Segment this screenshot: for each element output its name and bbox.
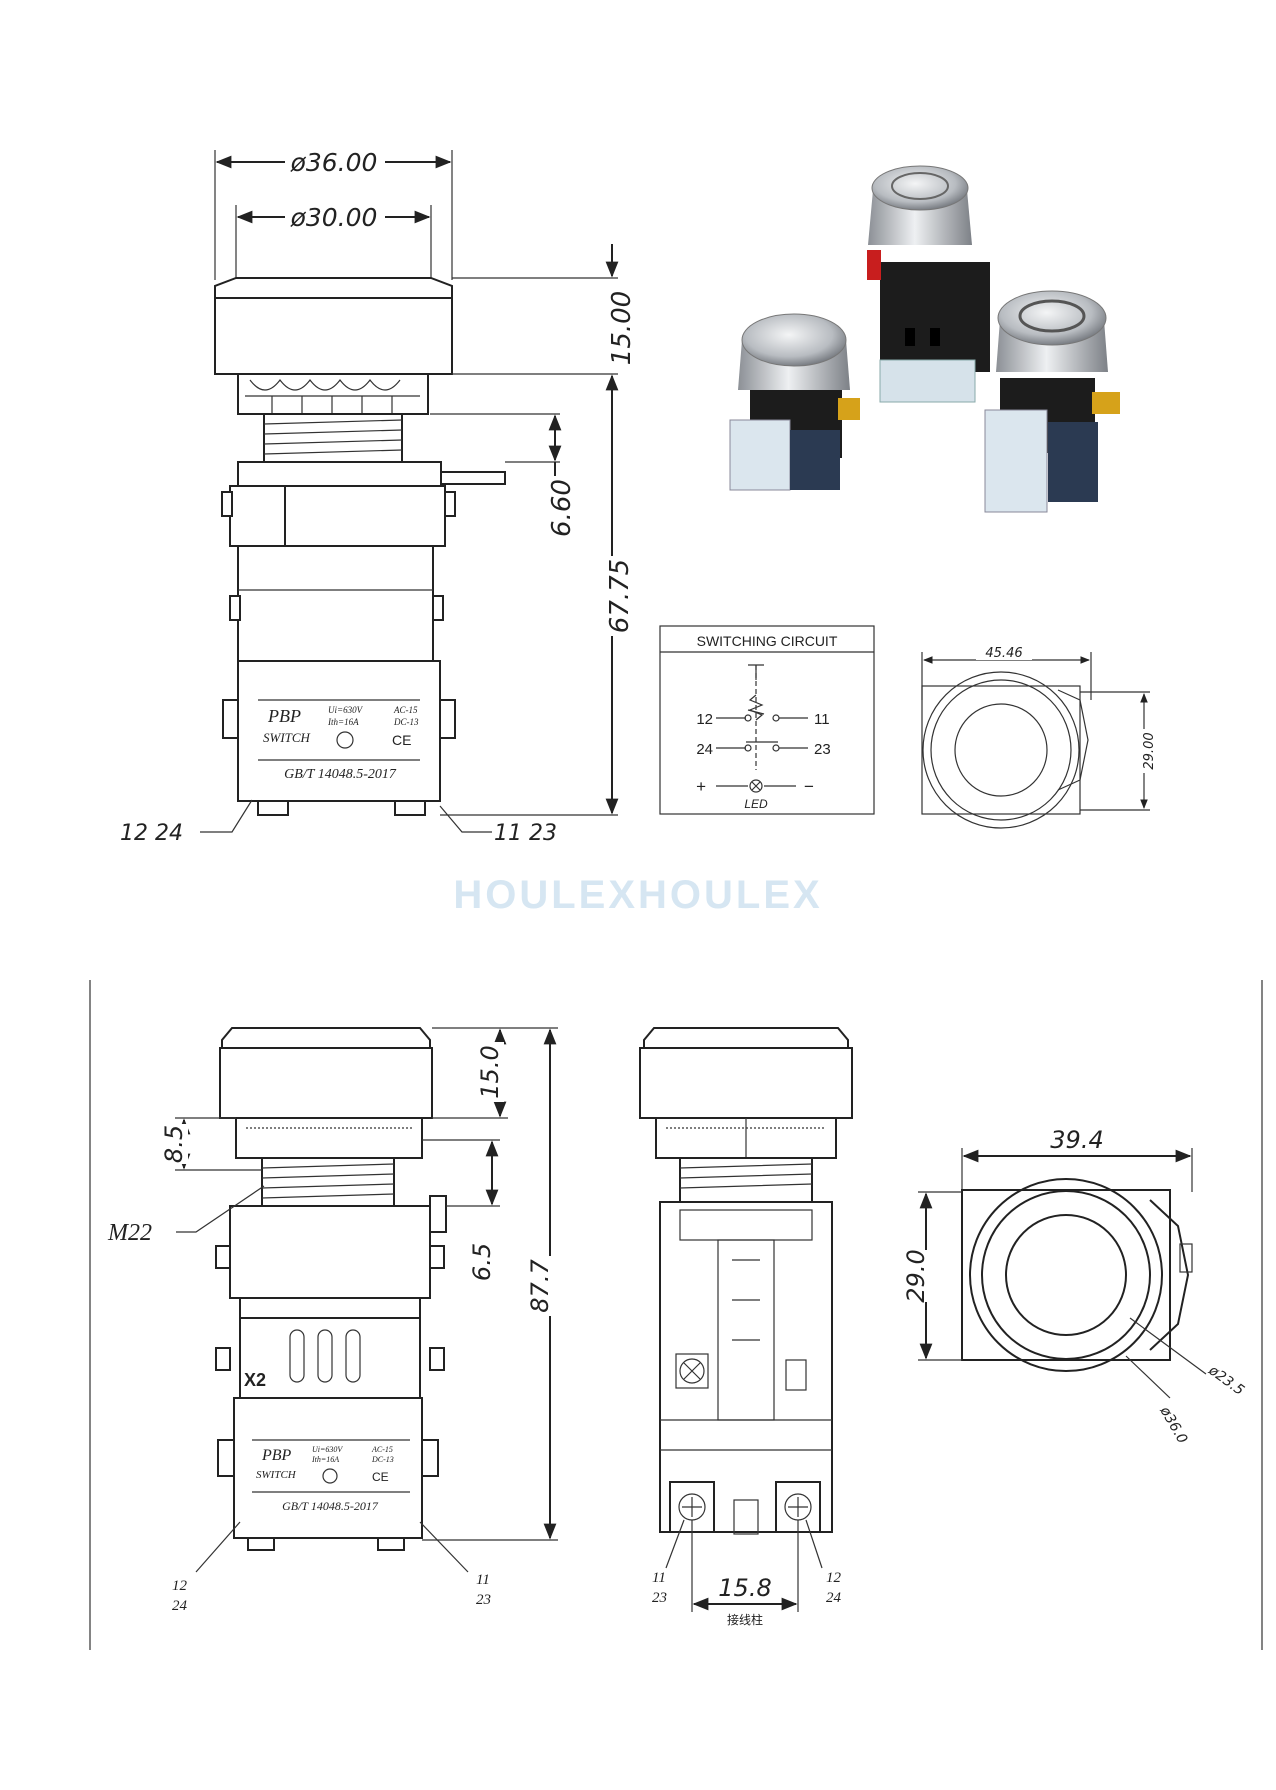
terminal-label-left: 12 24 [120,821,183,846]
front-terminal-23: 23 [652,1590,667,1606]
terminal-note: 接线柱 [727,1612,763,1627]
small-top-view-width: 45.46 [985,646,1022,661]
dim-nut-height: 8.5 [160,1125,188,1163]
circuit-title: SWITCHING CIRCUIT [697,633,838,649]
dim-head-height: 15.00 [607,291,637,365]
product-photos [729,165,1120,513]
thread-label: M22 [107,1220,152,1246]
plate-dc: DC-13 [393,717,419,727]
side-plate-dc: DC-13 [371,1455,394,1464]
side-terminal-11: 11 [476,1572,490,1588]
side-plate-brand: PBP [261,1447,292,1464]
side-x2-label: X2 [244,1370,266,1390]
side-plate-ac: AC-15 [371,1445,393,1454]
side-plate-ce: CE [372,1470,389,1484]
dim-terminal-pitch: 15.8 [718,1574,771,1602]
front-terminal-24: 24 [826,1590,842,1606]
side-plate-standard: GB/T 14048.5-2017 [282,1499,379,1513]
plate-ac: AC-15 [393,705,418,715]
side-terminal-24: 24 [172,1598,188,1614]
watermark-text: HOULEXHOULEX [453,873,822,917]
side-terminal-23: 23 [476,1592,491,1608]
side-terminal-12: 12 [172,1578,188,1594]
circuit-terminal-11: 11 [814,711,830,728]
circuit-terminal-12: 12 [696,711,713,728]
circuit-terminal-23: 23 [814,741,831,758]
dim-inner-diameter: ø30.00 [290,203,378,232]
side-plate-switch: SWITCH [256,1469,297,1481]
plate-ce: CE [392,732,411,748]
large-top-view-width: 39.4 [1050,1126,1103,1154]
plate-ith: Ith=16A [327,717,359,727]
large-top-view-outer-diameter: ø36.0 [1156,1403,1190,1446]
top-view-small: 45.46 29.00 [921,644,1158,829]
front-terminal-11: 11 [652,1570,666,1586]
large-top-view-height: 29.0 [902,1249,930,1302]
plate-brand: PBP [267,706,301,726]
dim-panel-thickness: 6.60 [547,479,577,537]
dim-side-panel: 6.5 [468,1243,496,1281]
plate-ui: Ui=630V [328,705,364,715]
dim-outer-diameter: ø36.00 [290,148,378,177]
circuit-led-minus: − [804,777,814,796]
small-top-view-height: 29.00 [1142,732,1157,769]
side-elevation-drawing: X2 PBP SWITCH Ui=630V Ith=16A AC-15 DC-1… [107,1027,558,1614]
front-elevation-drawing: 15.8 接线柱 11 23 12 24 [639,1027,853,1627]
top-elevation-drawing: ø36.00 ø30.00 [120,146,637,846]
photo-switch-left [729,313,860,491]
side-plate-ui: Ui=630V [312,1445,343,1454]
large-top-view-inner-diameter: ø23.5 [1205,1362,1247,1399]
switching-circuit: SWITCHING CIRCUIT 12 11 24 23 + − LED [659,625,875,815]
side-plate-ith: Ith=16A [311,1455,339,1464]
plate-switch: SWITCH [263,730,311,745]
photo-switch-center [867,165,990,403]
dim-side-total: 87.7 [526,1259,554,1313]
terminal-label-right: 11 23 [494,821,557,846]
plate-standard: GB/T 14048.5-2017 [284,767,397,782]
dim-total-length: 67.75 [605,559,635,633]
dim-side-head-height: 15.0 [476,1045,504,1098]
circuit-terminal-24: 24 [696,741,713,758]
top-view-large: 39.4 29.0 ø23.5 ø36.0 [902,1126,1247,1446]
circuit-led-label: LED [744,797,768,811]
photo-switch-right [984,290,1120,513]
circuit-led-plus: + [696,777,706,796]
front-terminal-12: 12 [826,1570,842,1586]
